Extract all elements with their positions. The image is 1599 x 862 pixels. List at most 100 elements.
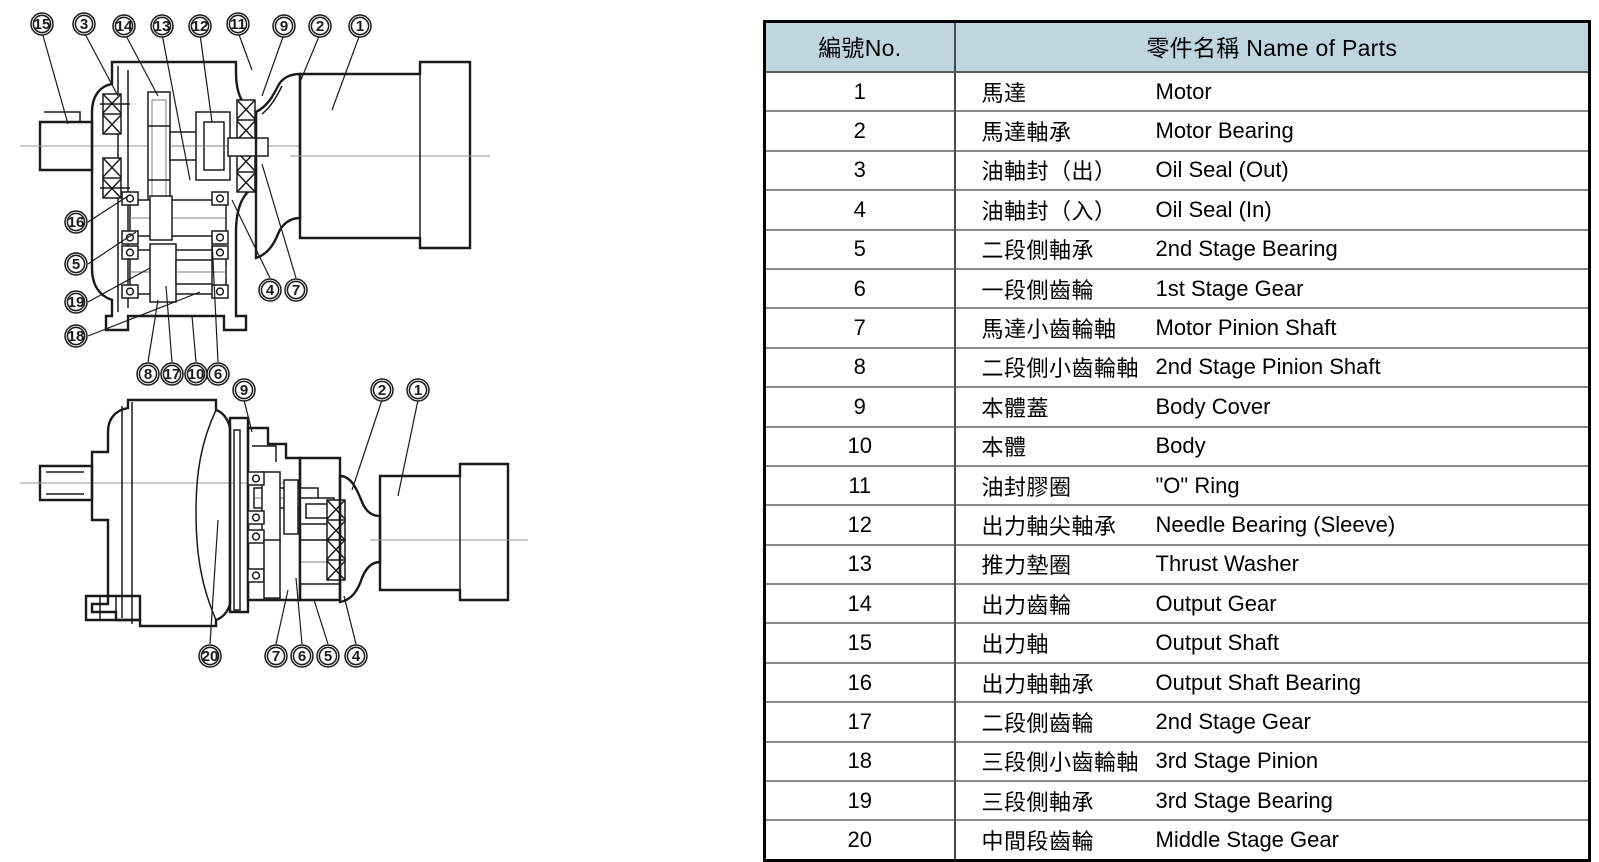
part-name-cell: 馬達軸承 Motor Bearing	[954, 110, 1590, 151]
callout-label: 18	[68, 328, 85, 345]
part-name-en: Motor	[1155, 78, 1212, 104]
part-name-en: Oil Seal (In)	[1155, 196, 1272, 222]
callout-5-side: 5	[316, 644, 340, 668]
part-name-zh: 馬達小齒輪軸	[981, 317, 1117, 343]
part-number-cell: 9	[764, 386, 956, 427]
part-name-cell: 油封膠圈"O" Ring	[954, 464, 1590, 506]
part-name-en: Body	[1155, 433, 1206, 459]
callout-3: 3	[72, 12, 96, 36]
part-name-zh: 三段側小齒輪軸	[981, 750, 1140, 776]
callout-balloon-group-bottom: 8 17 10 6	[136, 362, 230, 386]
callout-12: 12	[188, 14, 212, 38]
part-name-en: Needle Bearing (Sleeve)	[1155, 511, 1396, 537]
part-number-cell: 15	[764, 622, 956, 663]
callout-4: 4	[258, 278, 282, 302]
part-name-en: Oil Seal (Out)	[1155, 157, 1289, 183]
callout-13: 13	[150, 14, 174, 38]
callout-label: 2	[316, 18, 324, 35]
technical-drawing-pane: .hv { fill:none; stroke:#1a1a1a; stroke-…	[0, 0, 755, 787]
part-name-zh: 三段側軸承	[981, 789, 1095, 815]
part-name-cell: 油軸封（出）Oil Seal (Out)	[954, 149, 1590, 191]
side-callout-balloon-group-top: 9 2 1	[232, 378, 430, 402]
part-name-en: 2nd Stage Bearing	[1155, 236, 1338, 262]
part-name-cell: 二段側小齒輪軸 2nd Stage Pinion Shaft	[954, 346, 1590, 388]
top-view-drawing: 15 3 14 13 12	[20, 12, 490, 386]
callout-balloon-group-left: 16 5 19 18	[64, 210, 88, 348]
part-name-zh: 推力墊圈	[981, 553, 1072, 579]
part-number-cell: 17	[764, 701, 956, 742]
table-row: 17 二段側齒輪 2nd Stage Gear	[764, 701, 1590, 742]
callout-2-side: 2	[370, 378, 394, 402]
callout-9-side: 9	[232, 378, 256, 402]
callout-label: 7	[272, 648, 280, 665]
part-name-cell: 二段側齒輪 2nd Stage Gear	[954, 701, 1590, 742]
side-view-drawing: 9 2 1	[20, 378, 528, 668]
part-name-en: 3rd Stage Bearing	[1155, 787, 1333, 813]
gearbox-drawings-svg: .hv { fill:none; stroke:#1a1a1a; stroke-…	[20, 12, 528, 668]
callout-label: 3	[80, 16, 88, 33]
part-name-zh: 中間段齒輪	[981, 829, 1095, 855]
callout-label: 11	[230, 16, 246, 33]
callout-20-side: 20	[198, 644, 222, 668]
parts-table-header-row: 編號No. 零件名稱 Name of Parts	[764, 21, 1590, 73]
part-name-en: 2nd Stage Gear	[1155, 708, 1311, 734]
part-number-cell: 5	[764, 228, 956, 269]
callout-label: 4	[266, 282, 275, 299]
part-name-zh: 出力齒輪	[981, 592, 1072, 618]
side-callout-balloon-group-bottom: 20 7 6 5 4	[198, 644, 368, 668]
part-name-zh: 二段側軸承	[981, 238, 1095, 264]
part-number-cell: 7	[764, 307, 956, 348]
part-name-en: Output Shaft	[1155, 630, 1280, 656]
part-number-cell: 20	[764, 819, 956, 861]
part-number-cell: 3	[764, 149, 956, 191]
part-name-cell: 三段側小齒輪軸 3rd Stage Pinion	[954, 740, 1590, 782]
callout-17: 17	[160, 362, 184, 386]
part-number-cell: 8	[764, 346, 956, 388]
header-number: 編號No.	[764, 21, 955, 73]
callout-9: 9	[272, 14, 296, 38]
part-number-cell: 16	[764, 661, 956, 703]
part-name-zh: 油軸封（入）	[981, 198, 1117, 224]
callout-balloon-group-top: 15 3 14 13 12	[30, 12, 372, 38]
callout-6: 6	[206, 362, 230, 386]
part-name-en: "O" Ring	[1155, 472, 1240, 498]
header-name: 零件名稱 Name of Parts	[953, 21, 1590, 73]
callout-label: 8	[144, 366, 152, 383]
part-number-cell: 13	[764, 543, 956, 585]
callout-4-side: 4	[344, 644, 368, 668]
part-name-zh: 馬達	[981, 80, 1027, 106]
part-name-cell: 二段側軸承 2nd Stage Bearing	[954, 228, 1590, 269]
part-name-en: 3rd Stage Pinion	[1155, 748, 1319, 774]
callout-label: 5	[72, 256, 80, 273]
callout-18: 18	[64, 324, 88, 348]
callout-7: 7	[284, 278, 308, 302]
part-name-en: Motor Bearing	[1155, 118, 1294, 144]
callout-label: 10	[188, 366, 205, 383]
callout-8: 8	[136, 362, 160, 386]
callout-16: 16	[64, 210, 88, 234]
part-number-cell: 11	[764, 464, 956, 506]
part-name-zh: 二段側齒輪	[981, 710, 1095, 736]
callout-5: 5	[64, 252, 88, 276]
callout-label: 13	[154, 18, 171, 35]
part-name-en: 2nd Stage Pinion Shaft	[1155, 354, 1381, 380]
callout-label: 9	[240, 382, 248, 399]
part-name-zh: 馬達軸承	[981, 120, 1072, 146]
part-name-zh: 二段側小齒輪軸	[981, 356, 1140, 382]
